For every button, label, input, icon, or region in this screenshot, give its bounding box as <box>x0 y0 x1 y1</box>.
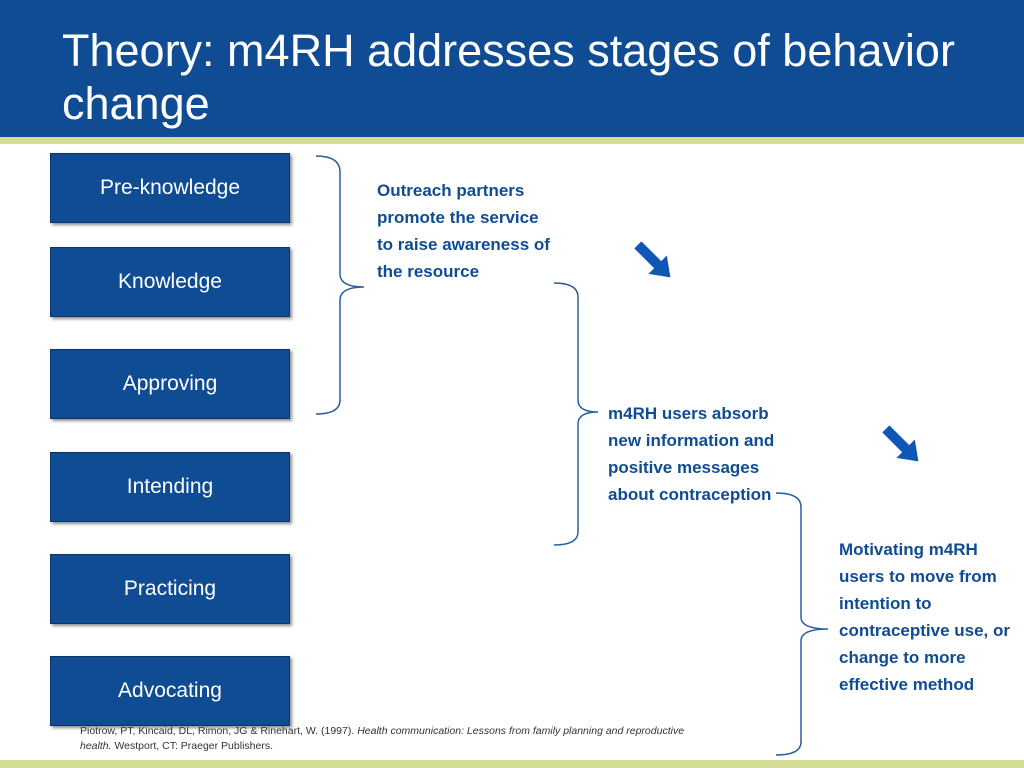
note-motivating-users: Motivating m4RH users to move from inten… <box>839 540 1011 694</box>
stage-box-advocating: Advocating <box>50 656 290 726</box>
down-right-arrow-icon <box>634 241 671 278</box>
stage-box-knowledge: Knowledge <box>50 247 290 317</box>
citation: Piotrow, PT, Kincaid, DL, Rimon, JG & Ri… <box>80 724 700 754</box>
header-divider-stripe <box>0 137 1024 144</box>
footer-stripe <box>0 760 1024 768</box>
bracket-awareness <box>315 155 365 415</box>
stage-box-intending: Intending <box>50 452 290 522</box>
stage-box-approving: Approving <box>50 349 290 419</box>
citation-publisher: Westport, CT: Praeger Publishers. <box>114 740 273 752</box>
citation-title: Health communication: Lessons from famil… <box>80 725 685 752</box>
bracket-motivate <box>775 492 829 756</box>
bracket-absorb <box>553 282 599 546</box>
stage-box-pre-knowledge: Pre-knowledge <box>50 153 290 223</box>
citation-authors: Piotrow, PT, Kincaid, DL, Rimon, JG & Ri… <box>80 725 355 737</box>
note-outreach-partners: Outreach partners promote the service to… <box>377 181 550 281</box>
stage-box-practicing: Practicing <box>50 554 290 624</box>
page-title: Theory: m4RH addresses stages of behavio… <box>62 25 955 129</box>
note-users-absorb: m4RH users absorb new information and po… <box>608 404 775 504</box>
title-bar: Theory: m4RH addresses stages of behavio… <box>0 0 1024 137</box>
down-right-arrow-icon <box>882 425 919 462</box>
